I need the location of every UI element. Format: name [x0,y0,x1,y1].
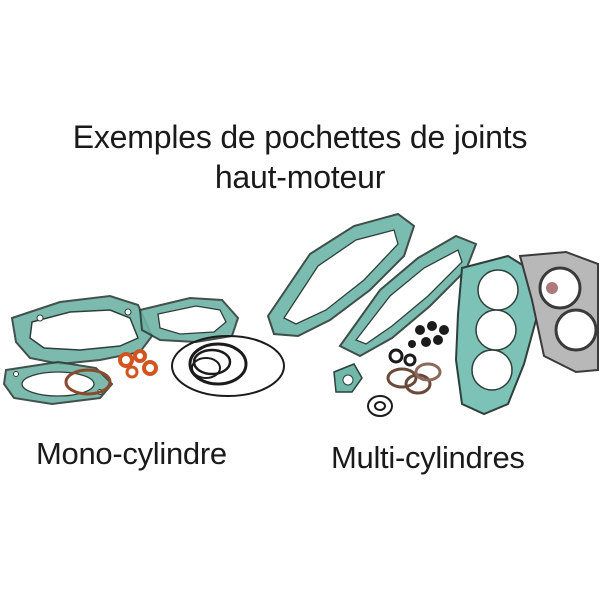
multi-cylinder-gasket-kit [266,212,599,417]
mono-cylinder-label: Mono-cylindre [36,436,227,471]
metal-head-gasket [518,250,599,374]
multi-cylinder-label: Multi-cylindres [331,440,525,475]
title-line-1: Exemples de pochettes de joints [72,119,528,155]
title-line-2: haut-moteur [214,159,386,195]
rubber-o-rings [367,362,442,417]
brown-o-ring [64,368,112,396]
multi-cylinder-base-gasket [454,254,542,416]
orange-seals [118,349,158,379]
valve-stem-seals [388,321,449,367]
black-o-rings [171,335,285,397]
mono-cylinder-gasket-kit [2,294,285,406]
